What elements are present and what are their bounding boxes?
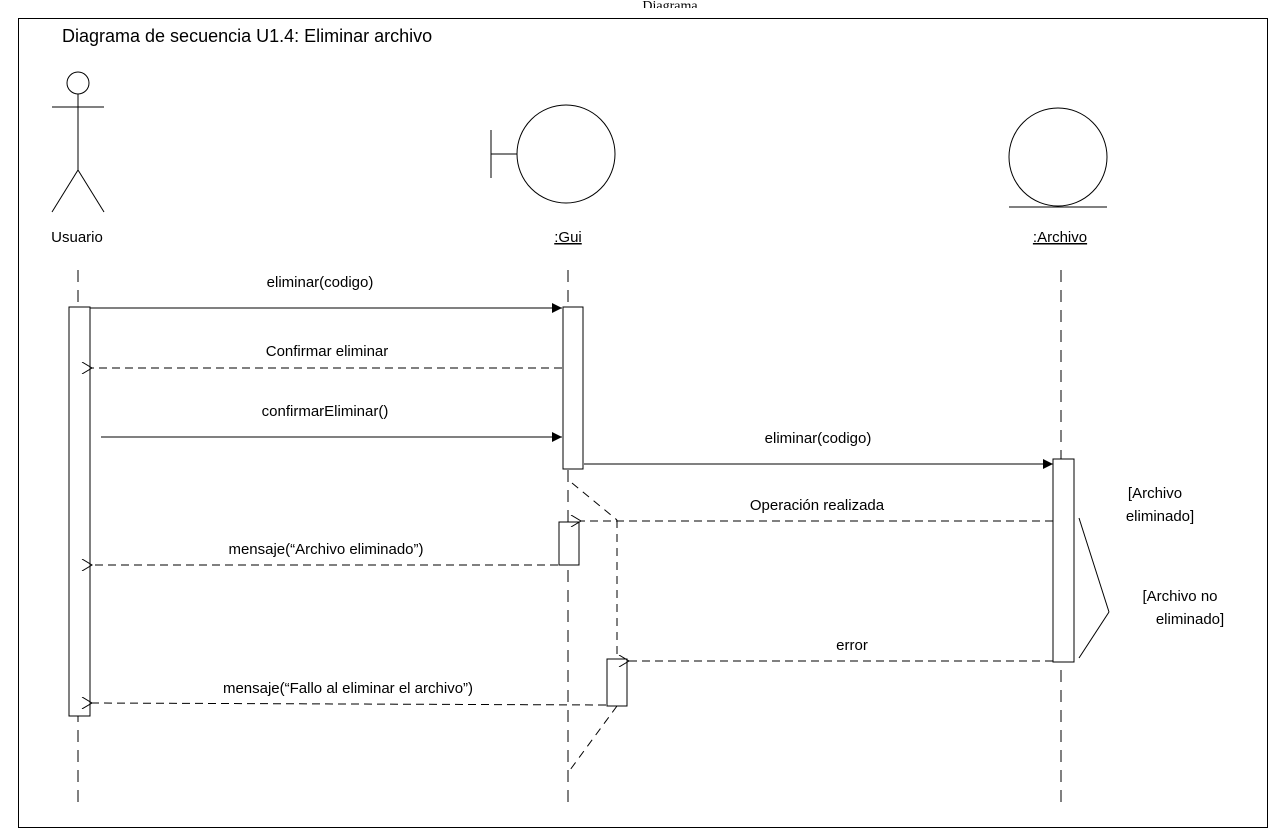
msg-fallo-eliminar-label: mensaje(“Fallo al eliminar el archivo”) xyxy=(223,680,473,697)
branch-connector-upper xyxy=(571,482,618,521)
boundary-label: :Gui xyxy=(554,229,582,246)
branch-connector-lower xyxy=(569,705,618,771)
boundary-icon xyxy=(490,104,616,204)
msg-operacion-realizada-label: Operación realizada xyxy=(750,497,885,514)
guard-line-lower xyxy=(1078,611,1110,659)
msg-confirmar-eliminar-label: Confirmar eliminar xyxy=(266,343,389,360)
activation-usuario xyxy=(68,306,91,717)
msg-confirmareliminar-label: confirmarEliminar() xyxy=(262,403,389,420)
header-fragment: Diagrama xyxy=(642,0,698,8)
activation-gui-1 xyxy=(562,306,584,470)
msg-fallo-eliminar-line xyxy=(92,703,607,705)
guard-fail-line2: eliminado] xyxy=(1156,611,1224,628)
msg-eliminar-gui-label: eliminar(codigo) xyxy=(267,274,374,291)
msg-error-label: error xyxy=(836,637,868,654)
msg-eliminar-archivo-label: eliminar(codigo) xyxy=(765,430,872,447)
activation-gui-3 xyxy=(606,658,628,707)
entity-label: :Archivo xyxy=(1033,229,1087,246)
actor-head xyxy=(66,71,90,95)
activation-gui-2 xyxy=(558,521,580,566)
diagram-title: Diagrama de secuencia U1.4: Eliminar arc… xyxy=(62,26,432,46)
actor-leg-right xyxy=(77,169,105,213)
actor-leg-left xyxy=(51,169,79,213)
activation-archivo xyxy=(1052,458,1075,663)
guard-fail-line1: [Archivo no xyxy=(1142,588,1217,605)
guard-ok-line2: eliminado] xyxy=(1126,508,1194,525)
entity-icon xyxy=(1008,107,1108,208)
msg-archivo-eliminado-label: mensaje(“Archivo eliminado”) xyxy=(228,541,423,558)
actor-usuario xyxy=(51,71,105,213)
guard-line-upper xyxy=(1078,517,1110,613)
actor-label: Usuario xyxy=(51,229,103,246)
guard-ok-line1: [Archivo xyxy=(1128,485,1182,502)
